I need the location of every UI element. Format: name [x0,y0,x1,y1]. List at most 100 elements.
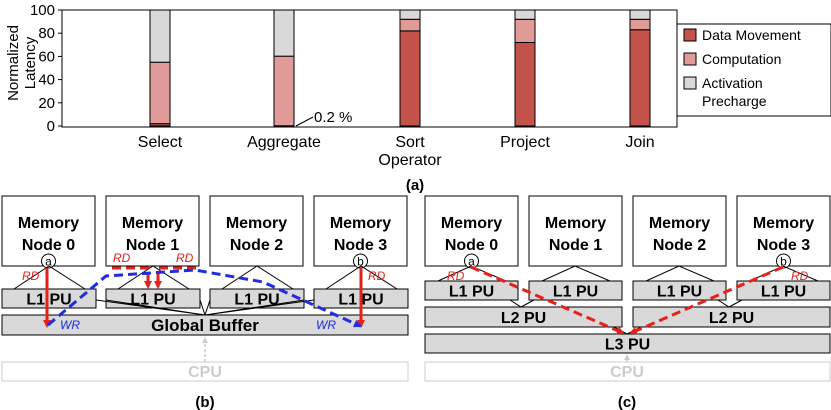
annotation-label: 0.2 % [314,109,352,126]
connector [541,265,611,282]
bar-segment [149,61,171,125]
flow-label: RD [791,269,809,283]
flow-label: WR [60,318,80,332]
data-flow-arrow [154,266,196,289]
connector [749,265,819,282]
flow-label: WR [316,318,336,332]
cpu-label: CPU [188,364,222,381]
connector [221,265,294,290]
bar-segment [629,29,651,127]
connector [13,265,86,290]
flow-label: RD [368,269,386,283]
node-marker [776,253,791,269]
bar-segment [629,9,651,20]
processing-unit [528,280,623,301]
legend-swatch [683,52,697,66]
y-axis-label: NormalizedLatency [5,25,39,101]
legend-label: Computation [702,51,781,67]
annotation-leader [295,116,314,127]
caption-a: (a) [406,177,424,194]
processing-unit-label: L1 PU [553,283,598,300]
processing-unit [632,306,831,328]
data-flow-arrow [112,266,152,289]
connector [437,265,507,282]
bar-segment [273,9,295,57]
caption-b: (b) [195,394,214,410]
y-tick-label: 100 [30,2,55,19]
processing-unit [424,306,623,328]
x-category-label: Select [138,134,183,151]
bar-segment [514,18,536,43]
node-marker-label: b [780,255,787,269]
bar-segment [399,9,421,20]
flow-label: RD [22,269,40,283]
bar-segment [273,55,295,127]
processing-unit-label: L1 PU [449,283,494,300]
bar-segment [399,18,421,32]
y-tick-label: 0 [47,118,55,135]
bar-segment [399,30,421,127]
legend-swatch [683,28,697,42]
latency-breakdown-chart: 0 20 40 60 80 100 NormalizedLatency Select Agg… [5,2,831,169]
processing-unit [736,280,831,301]
cpu-label: CPU [610,364,644,381]
flow-label: RD [113,251,131,265]
bar-segment [629,18,651,31]
bars [149,9,651,127]
x-category-label: Aggregate [247,134,321,151]
connector [325,265,398,290]
y-axis-ticks: 0 20 40 60 80 100 [30,2,62,135]
node-marker-label: a [468,255,475,269]
x-category-label: Join [625,134,654,151]
connector [199,299,211,317]
processing-unit-label: L1 PU [26,291,71,308]
processing-unit-label: Global Buffer [151,316,259,335]
caption-c: (c) [618,394,636,410]
data-flow-arrow [47,268,362,328]
connector [645,265,715,282]
processing-unit-label: L2 PU [709,310,754,327]
node-marker-label: a [45,255,52,269]
processing-unit-label: L1 PU [130,291,175,308]
memory-node [105,195,200,267]
node-marker-label: b [357,255,364,269]
legend-label: Data Movement [702,27,801,43]
processing-unit-label: L2 PU [501,310,546,327]
processing-unit-label: L1 PU [234,291,279,308]
connector [509,299,535,308]
legend-swatch [683,76,697,90]
processing-unit [424,280,519,301]
bar-segment [514,9,536,20]
processing-unit [1,314,409,336]
bar-segment [149,9,171,63]
processing-unit-label: L3 PU [605,336,650,353]
y-tick-label: 60 [38,48,55,65]
flow-label: RD [447,269,465,283]
memory-node [209,195,304,267]
bar-segment [514,41,536,127]
y-tick-label: 20 [38,95,55,112]
y-tick-label: 80 [38,25,55,42]
connector [717,299,743,308]
connector [117,265,190,290]
x-category-label: Project [500,134,550,151]
y-tick-label: 40 [38,72,55,89]
flow-label: RD [176,251,194,265]
processing-unit-label: L1 PU [657,283,702,300]
processing-unit-label: L1 PU [761,283,806,300]
